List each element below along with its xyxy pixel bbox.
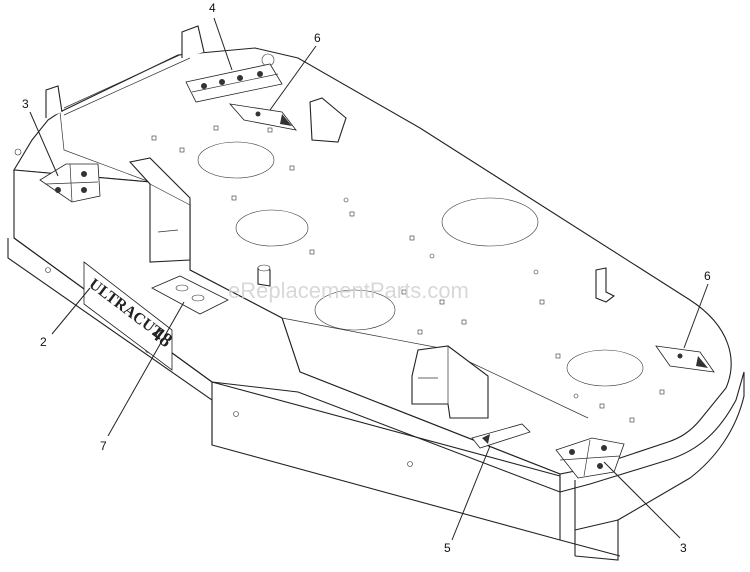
right-upright-inner: [418, 346, 449, 404]
decal-6-top: [228, 103, 297, 131]
bolt-hole: [349, 211, 355, 217]
callout-7: 7: [100, 439, 107, 453]
decal-4: [185, 63, 283, 103]
callout-2: 2: [40, 335, 47, 349]
callout-labels: 4 6 3 6 2 7 5 3: [22, 1, 711, 555]
right-skirt-lower: [574, 480, 619, 556]
decal-4-symbol: [201, 83, 207, 89]
decal-3-left-symbol: [81, 171, 87, 177]
bolt-hole: [417, 329, 423, 335]
decal-7-hole: [175, 284, 189, 292]
rear-brackets: [45, 25, 275, 118]
right-upright-bracket: [411, 345, 489, 419]
bolt-hole: [539, 299, 545, 305]
decal-6-right: [655, 345, 715, 373]
spindle-right-rear: [441, 197, 539, 247]
bolt-hole: [629, 417, 635, 423]
bolt-hole: [401, 289, 407, 295]
decal-6-top-warning: [280, 114, 292, 126]
spindle-openings: [197, 141, 644, 387]
decal-3-right: [555, 437, 625, 479]
decal-3-right-symbol: [569, 449, 575, 455]
bolt-hole-round: [343, 197, 349, 203]
decal-2-panel: [83, 261, 173, 371]
rear-hitch-left: [45, 85, 63, 118]
decal-4-divider: [191, 73, 279, 93]
decal-7: [151, 275, 229, 315]
spindle-left-mid: [235, 209, 309, 247]
callout-4: 4: [209, 1, 216, 15]
decal-7-shape: [151, 275, 229, 315]
decal-3-right-divider: [559, 439, 621, 477]
leader-6-top: [269, 45, 317, 111]
leader-3-right: [603, 461, 681, 539]
bolt-hole-round: [573, 393, 579, 399]
decal-6-right-warning: [696, 356, 708, 368]
bolt-hole: [309, 249, 315, 255]
bolt-hole: [179, 147, 185, 153]
bolt-hole-round: [533, 269, 539, 275]
bolt-hole: [289, 165, 295, 171]
callout-5: 5: [444, 541, 451, 555]
leader-lines: [29, 17, 709, 541]
deck-brackets: [128, 97, 616, 419]
decal-4-symbol: [219, 79, 225, 85]
decal-6-right-symbol: [677, 353, 683, 359]
rear-rail: [63, 53, 191, 116]
bolt-hole-round: [14, 148, 22, 156]
bolt-hole: [439, 299, 445, 305]
left-upright-inner: [149, 183, 191, 233]
decal-3-left-divider: [45, 163, 99, 203]
bolt-hole-round: [429, 253, 435, 259]
leader-2: [51, 287, 91, 335]
leader-7: [107, 301, 185, 437]
decal-3-left-symbol: [55, 187, 61, 193]
spindle-left-rear: [197, 141, 275, 179]
center-post-top: [257, 264, 271, 272]
callout-6-right: 6: [704, 269, 711, 283]
rear-hitch-right: [181, 25, 205, 58]
decals: [39, 63, 715, 479]
bolt-hole: [213, 125, 219, 131]
bolt-hole: [267, 127, 273, 133]
decal-5: [471, 423, 531, 449]
bolt-hole: [231, 195, 237, 201]
callout-3-right: 3: [680, 541, 687, 555]
bolt-hole: [599, 403, 605, 409]
decal-3-left: [39, 163, 101, 203]
bolt-hole: [461, 319, 467, 325]
leader-6-right: [683, 283, 709, 349]
callout-3-left: 3: [22, 97, 29, 111]
bolt-hole: [555, 353, 561, 359]
callout-6-top: 6: [314, 31, 321, 45]
right-skirt: [559, 371, 745, 561]
front-hook: [595, 267, 616, 303]
spindle-center: [314, 289, 396, 331]
bolt-hole-round: [407, 461, 413, 467]
watermark-text: eReplacementParts.com: [228, 278, 469, 303]
skirt-band-2: [211, 381, 561, 540]
rear-small-bracket: [309, 97, 347, 143]
bolt-hole: [659, 389, 665, 395]
decal-5-warning: [482, 434, 490, 444]
bolt-hole-round: [45, 267, 51, 273]
bolt-hole-round: [233, 411, 239, 417]
decal-6-top-shape: [228, 103, 297, 131]
leader-4: [213, 17, 233, 71]
ridge-2: [59, 111, 151, 183]
decal-3-right-symbol: [601, 445, 607, 451]
decal-3-left-symbol: [81, 187, 87, 193]
spindle-right-front: [566, 349, 644, 387]
decal-6-top-symbol: [255, 111, 261, 117]
bolt-hole: [409, 235, 415, 241]
bolt-hole: [151, 135, 157, 141]
decal-3-right-symbol: [597, 463, 603, 469]
decal-4-symbol: [257, 71, 263, 77]
decal-4-symbol: [237, 75, 243, 81]
decal-7-hole: [191, 294, 205, 302]
leader-5: [451, 445, 491, 541]
leader-3-left: [29, 111, 59, 177]
